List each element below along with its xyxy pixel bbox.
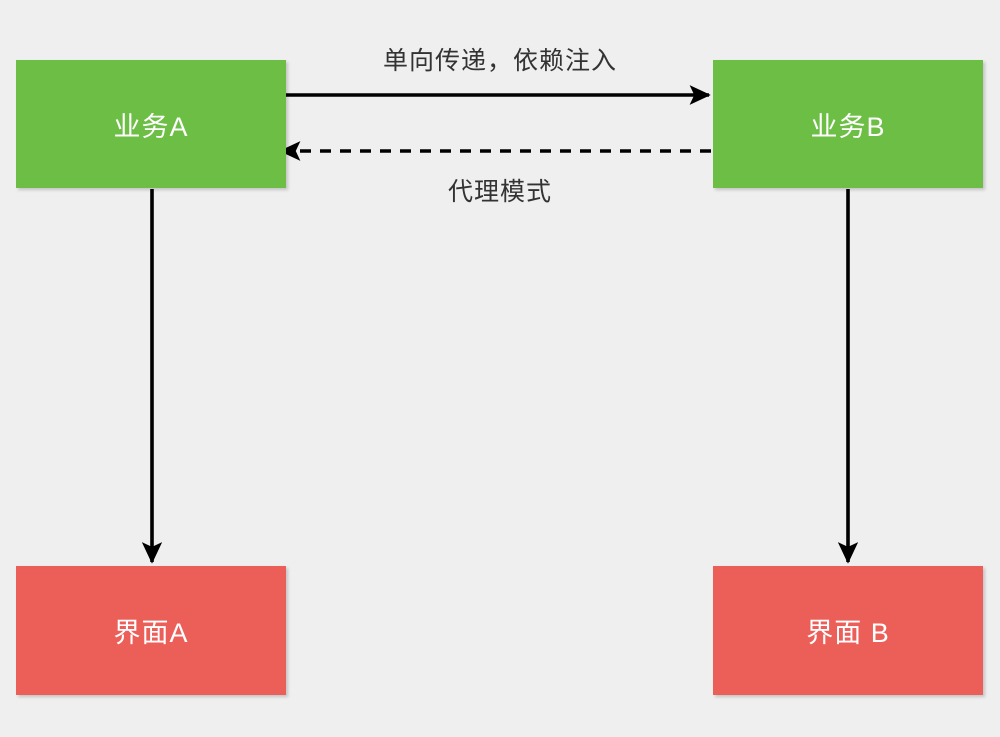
- node-service-b[interactable]: 业务B: [713, 60, 983, 188]
- node-view-a[interactable]: 界面A: [16, 566, 286, 695]
- edge-label-backward: 代理模式: [447, 178, 552, 206]
- node-service-a[interactable]: 业务A: [16, 60, 286, 188]
- edge-label-forward: 单向传递，依赖注入: [382, 47, 617, 75]
- node-view-b[interactable]: 界面 B: [713, 566, 983, 695]
